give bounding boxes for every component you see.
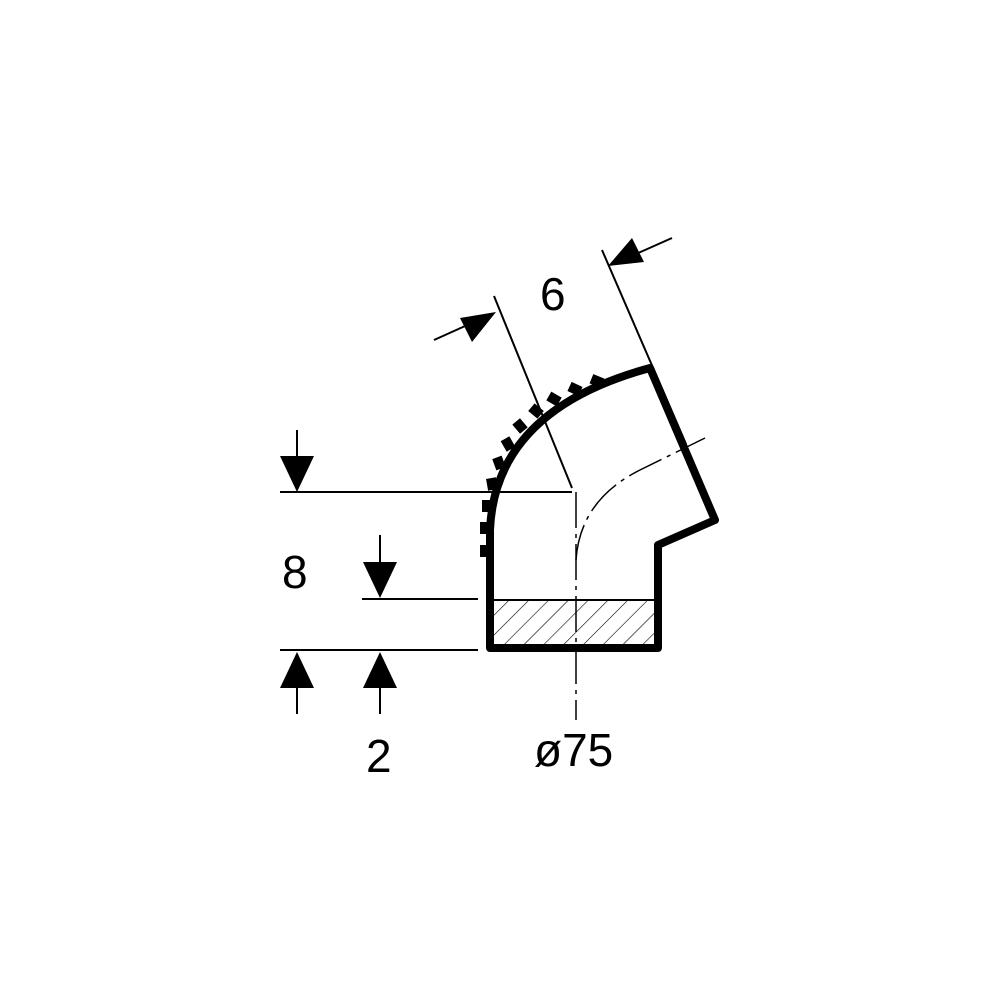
dim-label-2: 2: [366, 730, 392, 782]
socket-hatch: [492, 600, 656, 650]
pipe-bend-outline: [486, 364, 719, 652]
dim-label-diameter: ø75: [534, 724, 613, 776]
dimension-8: 8: [280, 430, 572, 714]
dimension-2: 2: [362, 535, 478, 782]
dim-label-6: 6: [540, 268, 566, 320]
centerline-bend: [575, 437, 706, 561]
dimension-6: 6: [433, 237, 687, 489]
dim-label-8: 8: [282, 546, 308, 598]
rib-teeth: [480, 374, 605, 557]
